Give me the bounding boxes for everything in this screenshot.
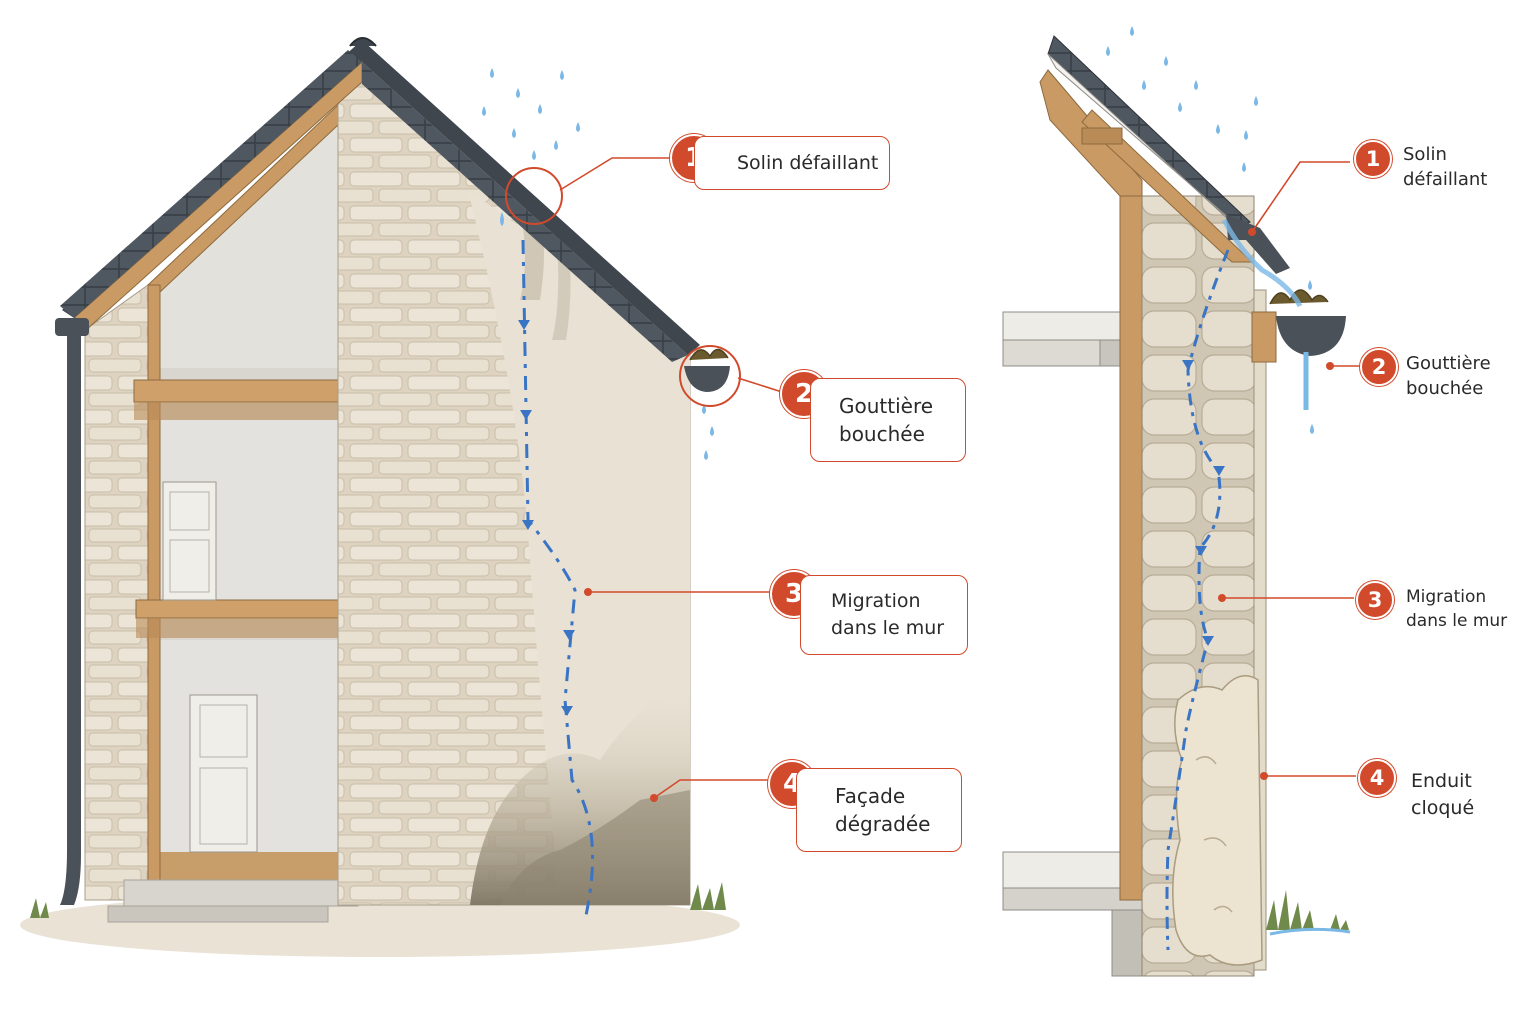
section-callout-4-text-line2: cloqué [1411,796,1475,819]
section-callout-3-label: Migration dans le mur [1406,586,1507,634]
section-callout-4-badge: 4 [1358,759,1396,797]
section-callout-3-text-line2: dans le mur [1406,610,1508,631]
section-callout-1-badge: 1 [1354,140,1392,178]
section-callout-2-label: Gouttière bouchée [1406,351,1491,401]
callout-3-text-line2: dans le mur [831,617,945,639]
callout-4-label: Façade dégradée [796,768,962,852]
section-callout-1-text-line1: Solin [1403,144,1447,165]
callout-2-text-line2: bouchée [839,422,925,446]
callout-2-label: Gouttière bouchée [810,378,966,462]
front-view-house [20,37,783,957]
callout-4-text-line2: dégradée [835,812,931,836]
callout-1-label: Solin défaillant [694,136,890,190]
callout-1-text: Solin défaillant [737,151,879,174]
callout-4-text-line1: Façade [835,784,906,808]
section-callout-4-label: Enduit cloqué [1411,768,1474,821]
section-callout-1-label: Solin défaillant [1403,142,1487,192]
section-callout-1-text-line2: défaillant [1403,169,1488,191]
section-callout-3-text-line1: Migration [1406,587,1487,607]
section-callout-2-text-line1: Gouttière [1406,353,1491,374]
callout-3-text-line1: Migration [831,590,921,613]
section-callout-3-badge: 3 [1356,581,1394,619]
section-callout-2-badge: 2 [1360,348,1398,386]
callout-3-label: Migration dans le mur [800,575,968,655]
section-callout-2-text-line2: bouchée [1406,378,1484,400]
callout-2-text-line1: Gouttière [839,394,934,418]
section-callout-4-text-line1: Enduit [1411,770,1472,792]
section-view-wall [1002,26,1360,977]
